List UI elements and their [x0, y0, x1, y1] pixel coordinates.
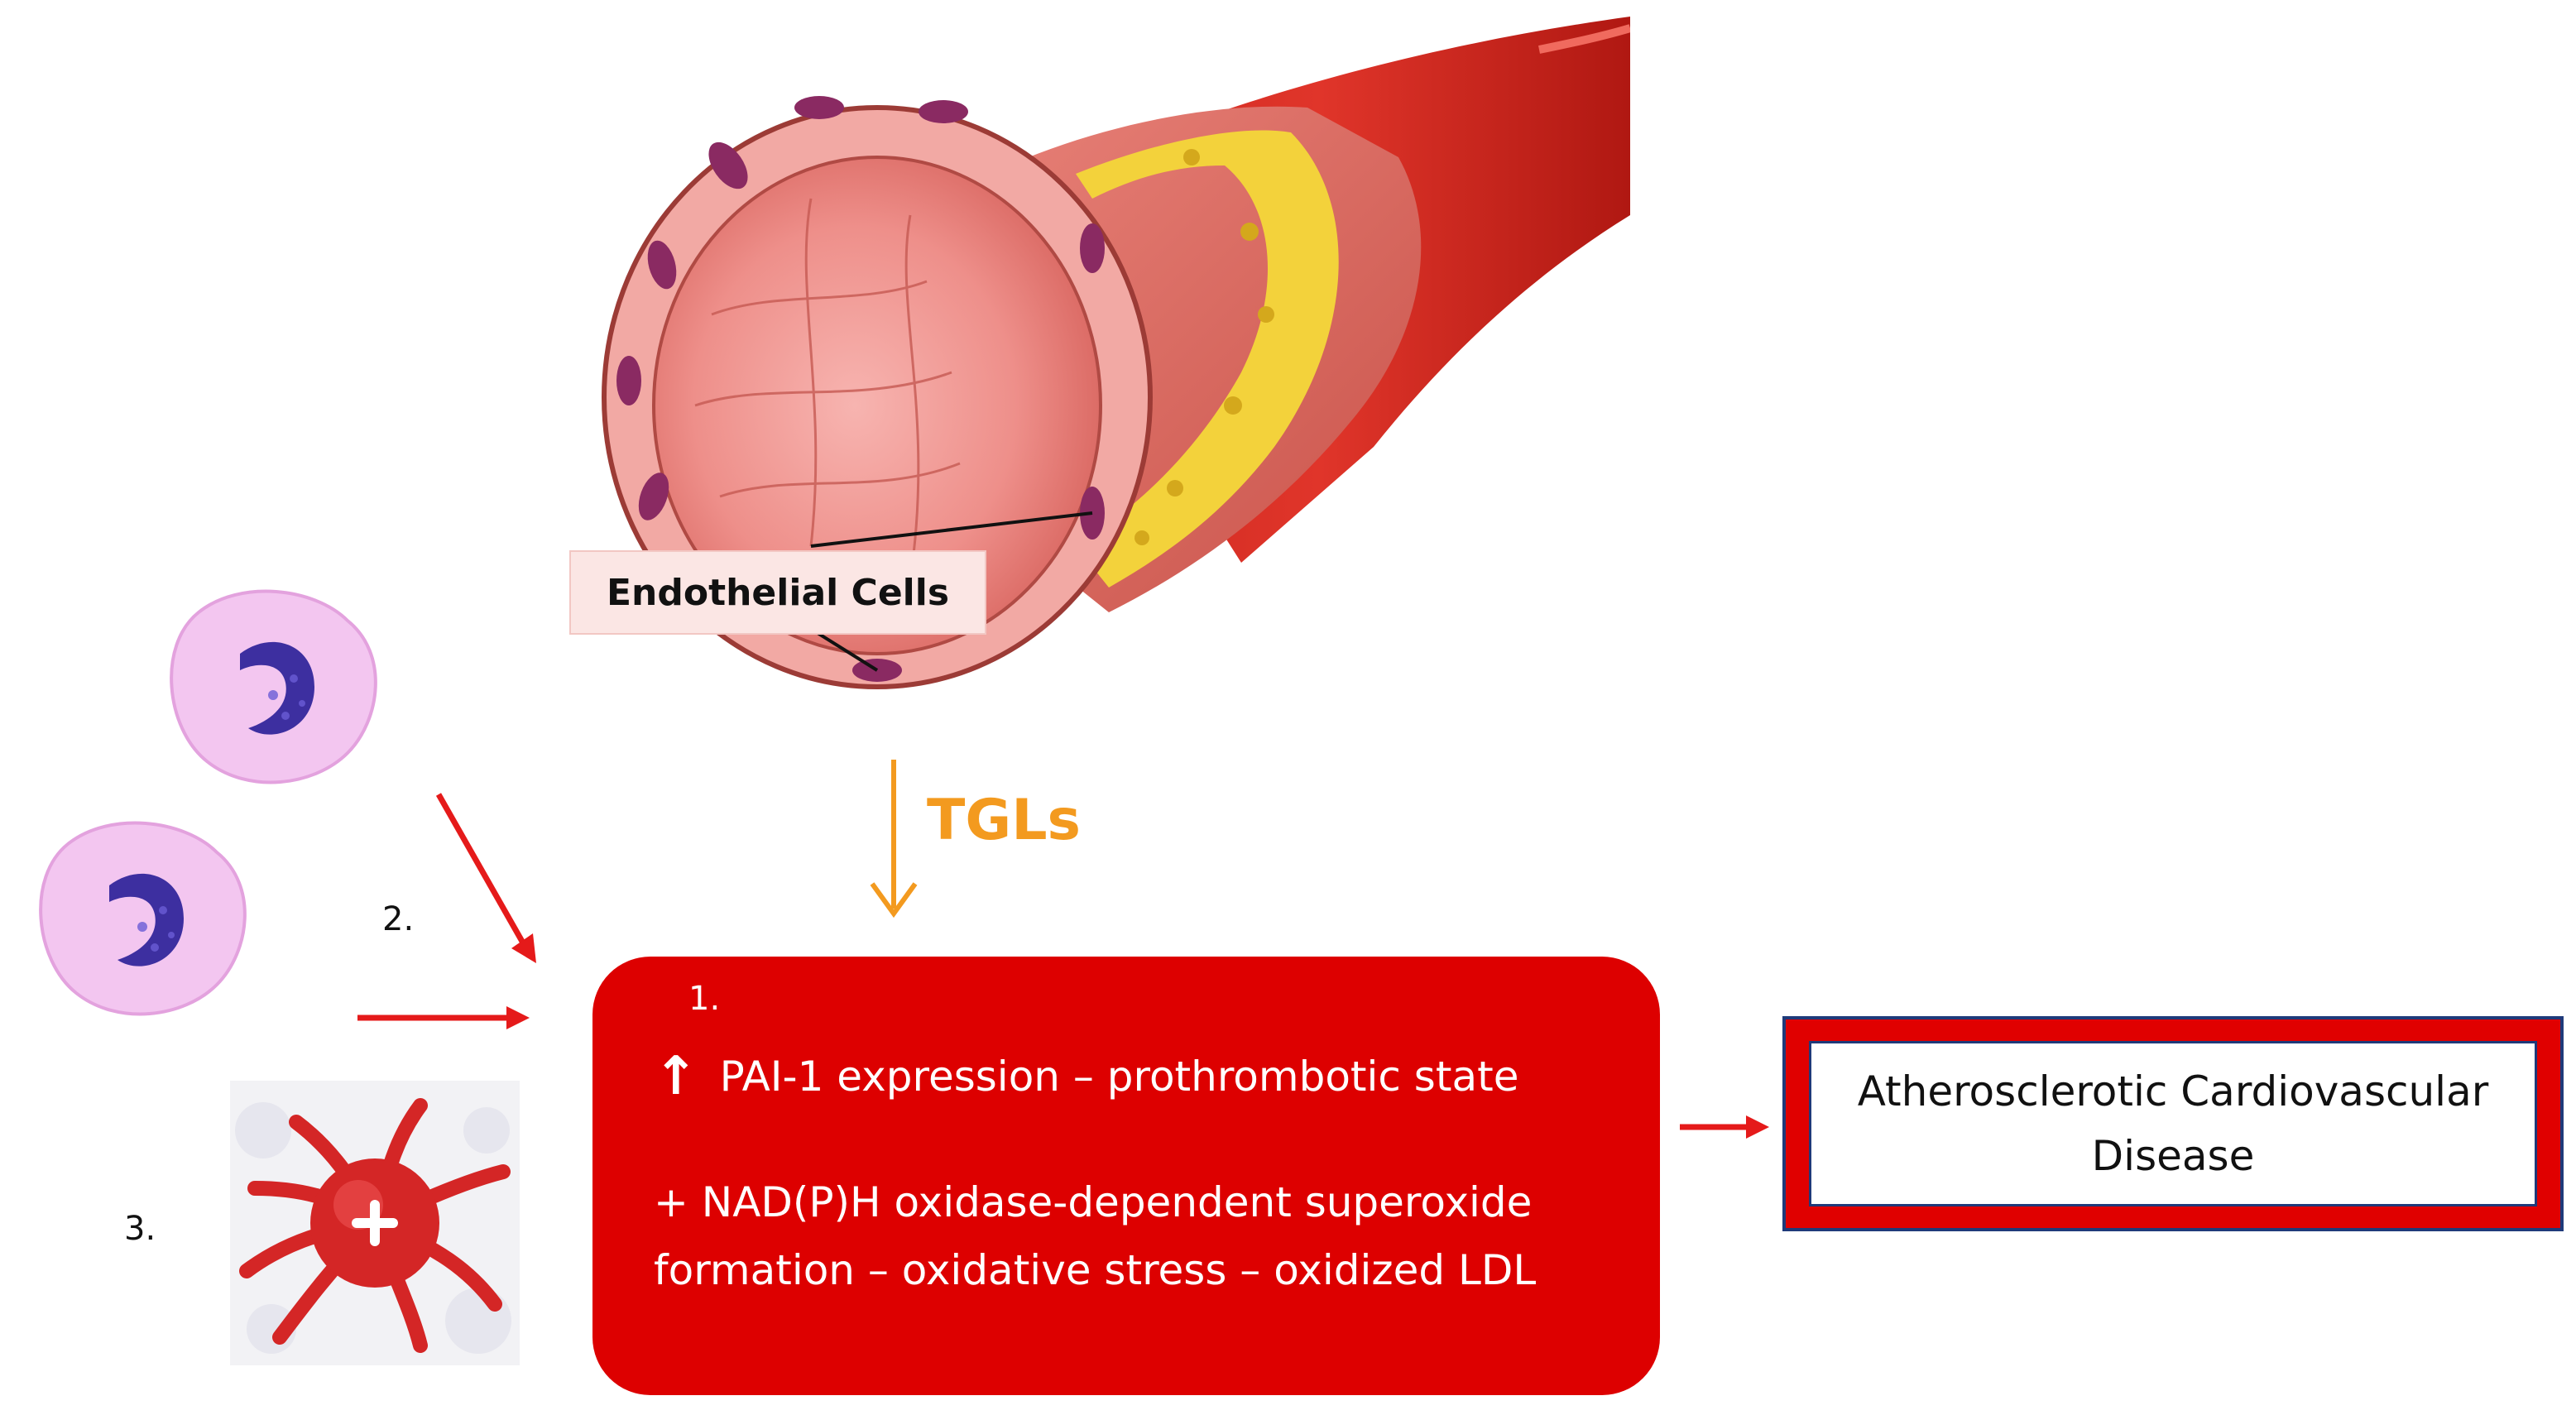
- outcome-line1: Atherosclerotic Cardiovascular: [1857, 1067, 2489, 1115]
- tgl-label: TGLs: [927, 788, 1082, 853]
- outcome-box: Atherosclerotic Cardiovascular Disease: [1809, 1041, 2537, 1206]
- activated-platelet-icon: [230, 1081, 520, 1365]
- step-number-3: 3.: [124, 1210, 156, 1248]
- horizontal-red-arrow-icon: [357, 1006, 530, 1029]
- neutrophil-cell-icon: [39, 821, 247, 1016]
- neutrophil-cell-icon: [170, 589, 377, 784]
- oxidative-line: formation – oxidative stress – oxidized …: [654, 1246, 1537, 1294]
- nadph-line: + NAD(P)H oxidase-dependent superoxide: [654, 1178, 1533, 1226]
- endothelial-cells-label: Endothelial Cells: [569, 550, 986, 635]
- up-arrow-icon: ↑: [654, 1046, 698, 1107]
- diagonal-red-arrow-icon: [435, 793, 536, 963]
- mechanism-box: [592, 957, 1660, 1395]
- pai1-line: ↑ PAI-1 expression – prothrombotic state: [654, 1046, 1518, 1107]
- blood-vessel-icon: [602, 17, 1630, 689]
- step-number-2: 2.: [382, 900, 415, 938]
- outcome-line2: Disease: [2091, 1132, 2255, 1180]
- pai1-text: PAI-1 expression – prothrombotic state: [719, 1053, 1519, 1101]
- step-number-1: 1.: [688, 980, 721, 1018]
- tgl-arrow-icon: [870, 760, 918, 919]
- outcome-arrow-icon: [1680, 1115, 1769, 1139]
